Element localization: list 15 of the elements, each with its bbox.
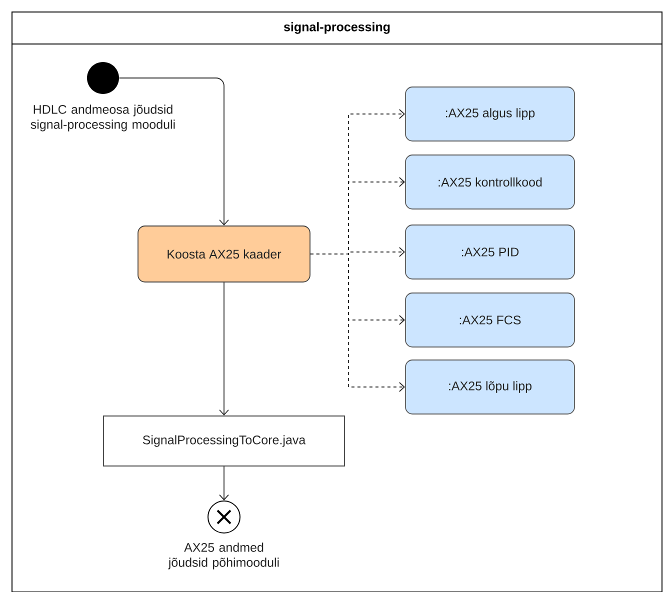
arrow	[219, 282, 229, 416]
object-box: :AX25 FCS	[405, 292, 575, 348]
arrow	[310, 254, 406, 392]
arrow	[118, 78, 229, 226]
end-circle	[208, 500, 240, 534]
class-box: SignalProcessingToCore.java	[103, 416, 345, 466]
object-box: :AX25 PID	[405, 224, 575, 280]
start-circle	[87, 62, 119, 94]
action-box: Koosta AX25 kaader	[138, 226, 310, 282]
object-box: :AX25 algus lipp	[405, 86, 575, 142]
node-label: AX25 andmed jõudsid põhimooduli	[168, 542, 279, 570]
object-box: :AX25 lõpu lipp	[405, 360, 575, 414]
arrow	[219, 466, 229, 500]
node-label: HDLC andmeosa jõudsid signal-processing mooduli	[30, 104, 175, 132]
object-box: :AX25 kontrollkood	[405, 154, 575, 210]
